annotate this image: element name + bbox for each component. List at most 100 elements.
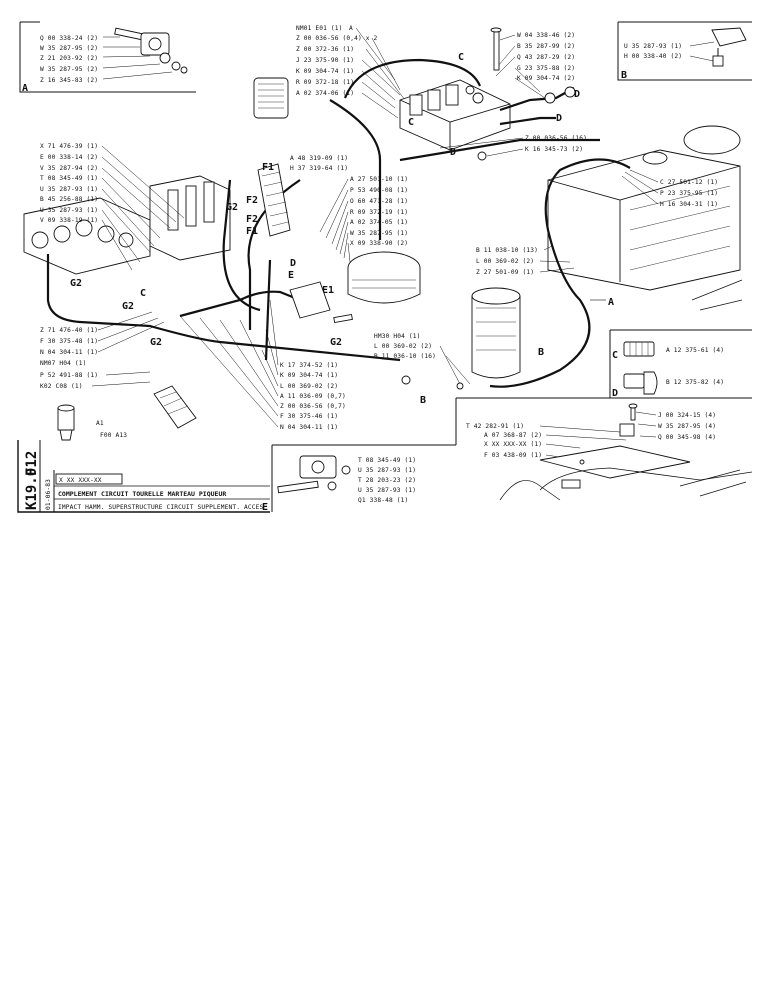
inset-e: E T 08 345-49 (1) U 35 287-93 (1) T 28 2… xyxy=(262,444,456,513)
hose-right-top: Z 00 036-56 (16) K 16 345-73 (2) xyxy=(343,58,600,162)
callout-a: A xyxy=(349,25,353,32)
callout-d: D xyxy=(290,258,296,269)
part-label: W 35 287-95 (2) xyxy=(40,66,98,73)
callout-f2: F2 xyxy=(246,214,258,225)
callout-a: A xyxy=(608,297,614,308)
part-label: Z 00 036-56 (0,4) x 2 xyxy=(296,35,378,42)
part-label: B 12 375-82 (4) xyxy=(666,379,724,386)
ref-box: X XX XXX-XX xyxy=(59,477,102,484)
clamp-assembly-drawing xyxy=(114,27,188,74)
part-label: W 04 338-46 (2) xyxy=(517,32,575,39)
part-label: B 11 038-10 (13) xyxy=(476,247,538,254)
top-center-group: NM01 E01 (1) A Z 00 036-56 (0,4) x 2 Z 0… xyxy=(296,25,406,119)
inset-a1-ref: F00 A13 xyxy=(100,432,127,439)
mid-right-group: B 11 038-10 (13) L 00 369-02 (2) Z 27 50… xyxy=(420,245,614,406)
inset-c-d: C D A 12 375-61 (4) B 12 375-82 (4) xyxy=(609,329,752,399)
callout-e: E xyxy=(288,270,294,281)
accumulator-drawing xyxy=(471,287,521,379)
part-label: L 00 369-02 (2) xyxy=(476,258,534,265)
part-label: O 60 471-28 (1) xyxy=(350,198,408,205)
cover-plate-drawing xyxy=(539,403,691,489)
callout-g2: G2 xyxy=(122,301,134,312)
part-label: F 30 375-46 (1) xyxy=(280,413,338,420)
part-label: A 48 319-09 (1) xyxy=(290,155,348,162)
part-label: X XX XXX-XX (1) xyxy=(484,441,542,448)
part-label: A 11 036-09 (0,7) xyxy=(280,393,346,400)
part-label: N 04 304-11 (1) xyxy=(40,349,98,356)
part-label: Z 21 203-92 (2) xyxy=(40,55,98,62)
part-label: B 45 256-88 (1) xyxy=(40,196,98,203)
part-label: P 52 491-88 (1) xyxy=(40,372,98,379)
part-label: V 35 287-94 (2) xyxy=(40,165,98,172)
part-label: U 35 287-93 (1) xyxy=(40,186,98,193)
left-hoses xyxy=(46,99,401,362)
part-label: A 12 375-61 (4) xyxy=(666,347,724,354)
top-right-group: W 04 338-46 (2) B 35 287-99 (2) Q 43 287… xyxy=(490,27,575,101)
ref-nm07: NM07 H04 (1) xyxy=(40,360,87,367)
part-label: F 03 438-09 (1) xyxy=(484,452,542,459)
part-label: U 35 287-93 (1) xyxy=(624,43,682,50)
machine-outline xyxy=(539,467,753,491)
title-block: F12 K19.0 01-06-83 X XX XXX-XX COMPLEMEN… xyxy=(17,440,270,513)
part-label: K 09 304-74 (2) xyxy=(517,75,575,82)
part-label: Z 00 372-36 (1) xyxy=(296,46,354,53)
callout-b: B xyxy=(538,347,544,358)
part-label: Q1 338-48 (1) xyxy=(358,497,408,504)
part-label: F 30 375-48 (1) xyxy=(40,338,98,345)
part-label: L 00 369-02 (2) xyxy=(280,383,338,390)
callout-f1: F1 xyxy=(246,226,258,237)
part-label: Q 00 345-98 (4) xyxy=(658,434,716,441)
callout-d: D xyxy=(574,89,580,100)
callout-f2: F2 xyxy=(246,195,258,206)
valve-block-drawing xyxy=(253,77,511,151)
part-label: Z 16 345-83 (2) xyxy=(40,77,98,84)
fitting-c-drawing xyxy=(623,341,655,357)
part-label: T 28 203-23 (2) xyxy=(358,477,416,484)
part-label: A 27 501-10 (1) xyxy=(350,176,408,183)
callout-g2: G2 xyxy=(226,202,238,213)
callout-d: D xyxy=(556,113,562,124)
part-label: J 23 375-90 (1) xyxy=(296,57,354,64)
callout-c: C xyxy=(140,288,146,299)
part-label: X 09 338-90 (2) xyxy=(350,240,408,247)
return-hose xyxy=(489,158,631,388)
part-label: W 35 287-95 (4) xyxy=(658,423,716,430)
callout-b: B xyxy=(420,395,426,406)
part-label: E 00 338-14 (2) xyxy=(40,154,98,161)
part-label: Z 27 501-09 (1) xyxy=(476,269,534,276)
ref-k02: K02 C08 (1) xyxy=(40,383,83,390)
lower-center-group: HM30 H04 (1) L 00 369-02 (2) B 11 036-10… xyxy=(179,299,471,431)
part-label: Q 43 287-29 (2) xyxy=(517,54,575,61)
block-callouts: C C D D D xyxy=(408,52,580,158)
part-label: A 02 374-06 (1) xyxy=(296,90,354,97)
part-label: K 09 304-74 (1) xyxy=(296,68,354,75)
part-label: C 27 501-12 (1) xyxy=(660,179,718,186)
inset-b-letter: B xyxy=(621,70,627,81)
callout-c: C xyxy=(458,52,464,63)
inset-c-letter: C xyxy=(612,350,618,361)
inset-e-letter: E xyxy=(262,502,268,513)
part-label: K 16 345-73 (2) xyxy=(525,146,583,153)
part-label: A 02 374-05 (1) xyxy=(350,219,408,226)
part-label: Z 00 036-56 (0,7) xyxy=(280,403,346,410)
part-label: A 07 368-87 (2) xyxy=(484,432,542,439)
callout-g2: G2 xyxy=(70,278,82,289)
inset-a: A Q 00 338-24 (2) W 35 287-95 (2) Z 21 2… xyxy=(19,21,196,94)
part-label: V 09 338-19 (1) xyxy=(40,217,98,224)
cover-group: T 42 282-91 (1) A 07 368-87 (2) X XX XXX… xyxy=(455,397,752,501)
part-label: X 71 476-39 (1) xyxy=(40,143,98,150)
left-top-group: X 71 476-39 (1) E 00 338-14 (2) V 35 287… xyxy=(40,143,238,348)
title-en: IMPACT HAMM. SUPERSTRUCTURE CIRCUIT SUPP… xyxy=(58,504,264,511)
fitting-d-drawing xyxy=(623,371,658,395)
nut-drawing xyxy=(711,27,747,67)
part-label: B 11 036-10 (16) xyxy=(374,353,436,360)
part-label: H 00 338-40 (2) xyxy=(624,53,682,60)
part-label: G 23 375-88 (2) xyxy=(517,65,575,72)
part-label: H 37 319-64 (1) xyxy=(290,165,348,172)
callout-c: C xyxy=(408,117,414,128)
inset-a-letter: A xyxy=(22,83,28,94)
part-label: U 35 287-93 (1) xyxy=(358,487,416,494)
part-label: H 16 304-31 (1) xyxy=(660,201,718,208)
ref-nm01: NM01 E01 (1) xyxy=(296,25,343,32)
